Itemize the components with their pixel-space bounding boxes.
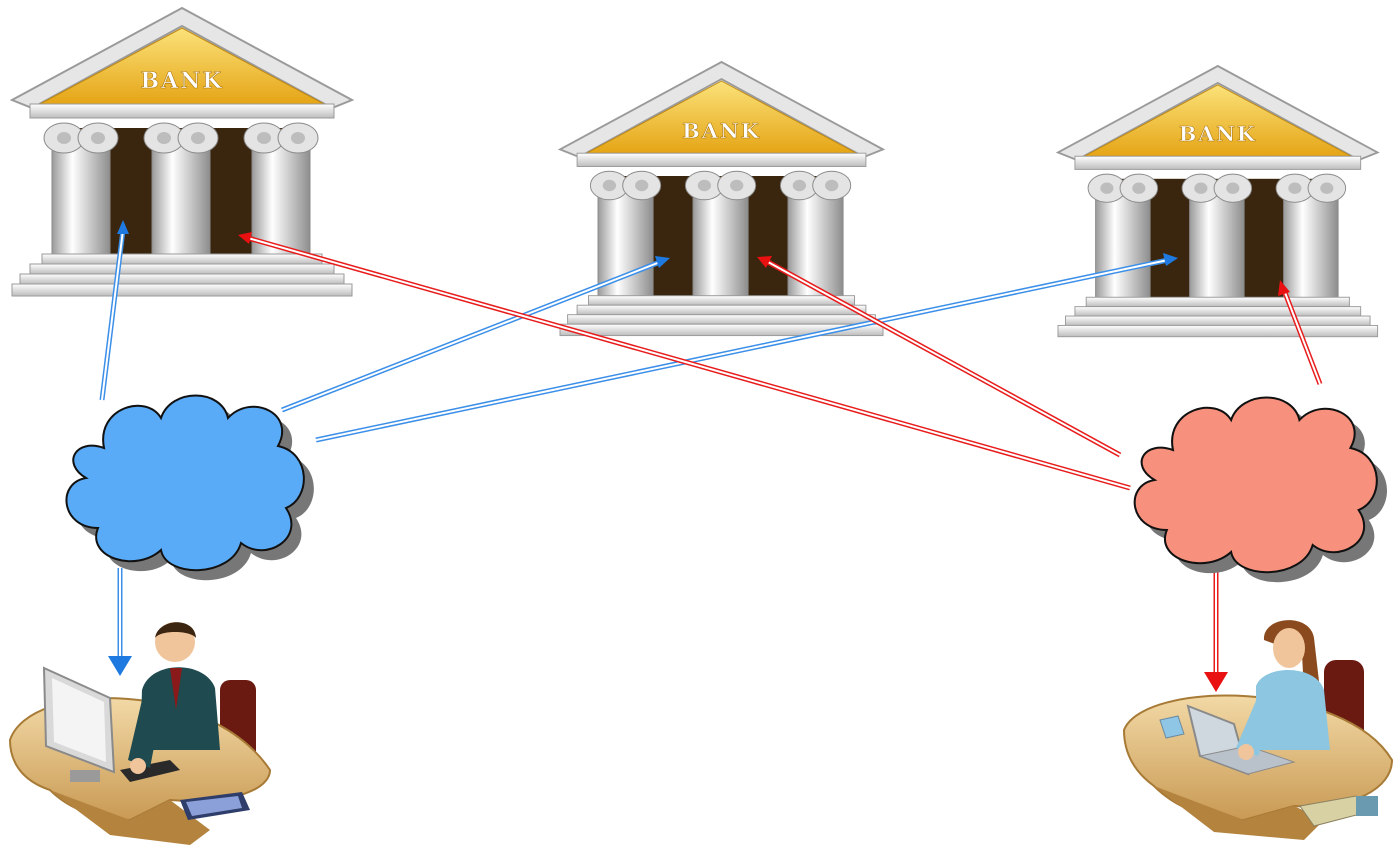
bank-center: BANK [559,61,884,337]
link-right-cloud-to-clerk [1204,565,1228,692]
bank-left-label: BANK [141,68,224,94]
cloud-right [1133,396,1388,583]
link-left-cloud-to-bank-center [281,256,670,413]
male-operator-at-desk-icon [8,622,272,845]
link-right-cloud-to-bank-center [757,256,1122,458]
link-right-cloud-to-bank-left [238,232,1131,491]
link-right-cloud-to-bank-right [1278,280,1323,385]
bank-right: BANK [1057,65,1379,338]
cloud-left [65,394,314,581]
operator-workstation [8,622,272,845]
bank-building-icon [1057,65,1379,338]
link-left-cloud-to-bank-left [99,220,129,401]
bank-left: BANK [11,7,353,297]
bank-building-icon [559,61,884,337]
clerk-workstation [1122,620,1394,840]
cloud-icon [65,394,305,572]
bank-right-label: BANK [1179,122,1257,146]
cloud-icon [1133,396,1378,574]
link-left-cloud-to-bank-right [315,253,1178,443]
left-network-links [99,220,1178,676]
bank-center-label: BANK [682,118,761,143]
female-clerk-at-desk-icon [1122,620,1394,840]
link-left-cloud-to-operator [108,568,132,676]
right-network-links [238,232,1323,692]
